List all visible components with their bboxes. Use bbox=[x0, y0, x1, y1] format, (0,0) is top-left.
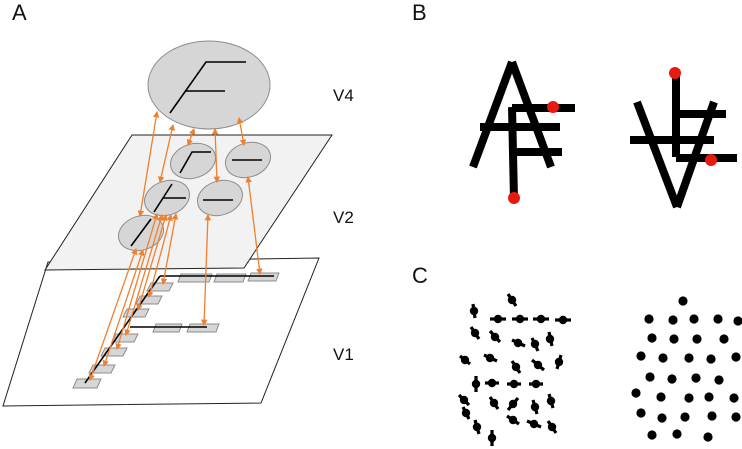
oriented-element-field bbox=[457, 293, 571, 446]
dot bbox=[729, 393, 739, 403]
oriented-element bbox=[510, 360, 522, 374]
letter-a-f-composite bbox=[469, 60, 575, 200]
dot bbox=[636, 408, 646, 418]
oriented-element bbox=[546, 420, 558, 434]
oriented-element bbox=[526, 419, 542, 429]
hierarchy-diagram bbox=[2, 40, 333, 407]
dot bbox=[657, 413, 667, 423]
oriented-element bbox=[469, 326, 481, 340]
letter-v-f-composite bbox=[630, 70, 737, 209]
layer-label-v2: V2 bbox=[333, 208, 354, 227]
dot bbox=[667, 374, 677, 384]
oriented-element bbox=[530, 399, 540, 415]
v4-unit bbox=[147, 40, 271, 130]
layer-label-v1: V1 bbox=[333, 345, 354, 364]
oriented-element bbox=[461, 406, 471, 420]
dot bbox=[678, 296, 688, 306]
dot bbox=[647, 333, 657, 343]
dot bbox=[631, 388, 641, 398]
marker-dot bbox=[508, 192, 520, 204]
panel-label-b: B bbox=[412, 0, 427, 25]
oriented-element bbox=[530, 358, 546, 372]
oriented-element bbox=[472, 419, 482, 435]
panel-label-c: C bbox=[412, 263, 428, 288]
oriented-element bbox=[487, 430, 497, 446]
dot bbox=[704, 392, 714, 402]
dot bbox=[692, 334, 702, 344]
dot bbox=[733, 316, 742, 326]
layer-label-v4: V4 bbox=[333, 86, 354, 105]
dot bbox=[656, 392, 666, 402]
dot bbox=[684, 353, 694, 363]
feedforward-feedback-arrows bbox=[88, 110, 263, 382]
oriented-element bbox=[471, 376, 481, 392]
oriented-element bbox=[533, 314, 549, 324]
dot bbox=[668, 315, 678, 325]
dot bbox=[703, 432, 713, 442]
dot bbox=[689, 314, 699, 324]
dot bbox=[644, 314, 654, 324]
oriented-element bbox=[554, 354, 564, 370]
oriented-element bbox=[459, 354, 471, 366]
dot bbox=[714, 375, 724, 385]
dot bbox=[719, 334, 729, 344]
oriented-element bbox=[529, 379, 543, 389]
dot-field bbox=[631, 296, 742, 442]
marker-dot bbox=[705, 154, 717, 166]
oriented-element bbox=[511, 338, 526, 348]
marker-dot bbox=[547, 101, 559, 113]
dot bbox=[731, 352, 741, 362]
panel-label-a: A bbox=[12, 0, 27, 25]
oriented-element bbox=[545, 331, 555, 347]
oriented-element bbox=[483, 353, 498, 363]
dot bbox=[731, 412, 741, 422]
dot bbox=[645, 372, 655, 382]
dot bbox=[636, 351, 646, 361]
oriented-element bbox=[530, 337, 540, 352]
oriented-element bbox=[555, 315, 571, 325]
dot bbox=[707, 411, 717, 421]
dot bbox=[669, 334, 679, 344]
oriented-element bbox=[506, 414, 520, 426]
dot bbox=[658, 353, 668, 363]
oriented-element bbox=[506, 293, 518, 307]
oriented-element bbox=[546, 393, 556, 409]
oriented-element bbox=[512, 314, 528, 324]
dot bbox=[706, 354, 716, 364]
dot bbox=[713, 314, 723, 324]
oriented-element bbox=[457, 393, 471, 407]
oriented-element bbox=[490, 314, 506, 324]
oriented-element bbox=[488, 396, 500, 410]
dot bbox=[672, 429, 682, 439]
dot bbox=[647, 430, 657, 440]
oriented-element bbox=[507, 379, 521, 389]
dot bbox=[680, 412, 690, 422]
ambiguous-letters bbox=[469, 60, 737, 209]
v4-letter-f bbox=[169, 61, 246, 114]
dot bbox=[684, 393, 694, 403]
oriented-element bbox=[488, 329, 502, 344]
oriented-element bbox=[469, 303, 479, 319]
dot bbox=[691, 373, 701, 383]
oriented-element bbox=[506, 396, 520, 412]
oriented-element bbox=[485, 378, 499, 388]
marker-dot bbox=[669, 67, 681, 79]
